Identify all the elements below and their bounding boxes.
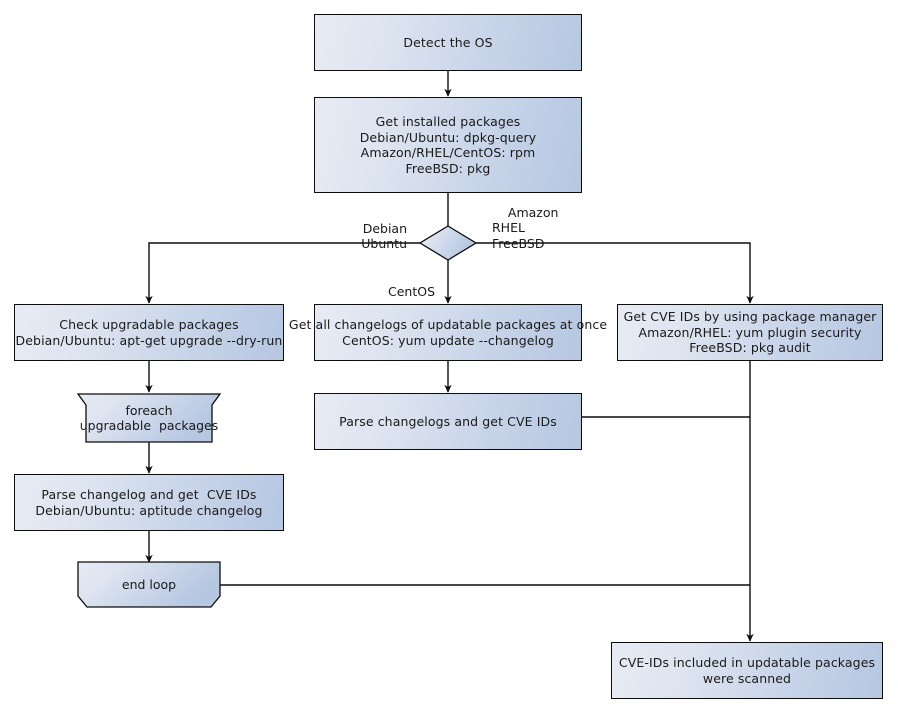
node-check-upgradable-packages-label: Check upgradable packages Debian/Ubuntu:…	[15, 317, 283, 348]
edge-label-amazon-rhel-freebsd: Amazon RHEL FreeBSD	[492, 189, 612, 267]
node-get-cve-ids-package-manager[interactable]: Get CVE IDs by using package manager Ama…	[617, 304, 883, 361]
node-parse-changelogs-multi[interactable]: Parse changelogs and get CVE IDs	[314, 393, 582, 450]
node-parse-changelogs-multi-label: Parse changelogs and get CVE IDs	[339, 413, 557, 429]
node-parse-changelog-single[interactable]: Parse changelog and get CVE IDs Debian/U…	[14, 474, 284, 531]
node-foreach-upgradable-packages[interactable]: foreach upgradable packages	[78, 394, 220, 442]
node-get-installed-packages[interactable]: Get installed packages Debian/Ubuntu: dp…	[314, 97, 582, 193]
node-end-loop[interactable]: end loop	[78, 562, 220, 607]
node-cve-ids-scanned[interactable]: CVE-IDs included in updatable packages w…	[611, 642, 883, 699]
node-get-installed-packages-label: Get installed packages Debian/Ubuntu: dp…	[359, 114, 537, 176]
node-foreach-upgradable-packages-label: foreach upgradable packages	[79, 402, 219, 434]
node-cve-ids-scanned-label: CVE-IDs included in updatable packages w…	[618, 655, 876, 686]
edge-label-amazon-rhel-freebsd-text: Amazon RHEL FreeBSD	[492, 204, 559, 251]
node-check-upgradable-packages[interactable]: Check upgradable packages Debian/Ubuntu:…	[14, 304, 284, 361]
node-parse-changelog-single-label: Parse changelog and get CVE IDs Debian/U…	[35, 487, 263, 518]
node-detect-os[interactable]: Detect the OS	[314, 14, 582, 71]
end-loop-shape-outline	[77, 561, 221, 608]
edge-label-debian-ubuntu: Debian Ubuntu	[289, 205, 407, 267]
decision-diamond	[418, 225, 478, 261]
node-get-all-changelogs-label: Get all changelogs of updatable packages…	[288, 317, 608, 348]
foreach-shape-outline	[76, 393, 222, 443]
node-end-loop-label: end loop	[121, 576, 177, 592]
edge-label-centos: CentOS	[330, 268, 435, 315]
node-detect-os-label: Detect the OS	[403, 34, 493, 50]
edge-label-debian-ubuntu-text: Debian Ubuntu	[361, 220, 407, 252]
edge-label-centos-text: CentOS	[387, 283, 435, 299]
node-get-cve-ids-package-manager-label: Get CVE IDs by using package manager Ama…	[623, 309, 877, 356]
node-get-all-changelogs[interactable]: Get all changelogs of updatable packages…	[289, 304, 607, 361]
